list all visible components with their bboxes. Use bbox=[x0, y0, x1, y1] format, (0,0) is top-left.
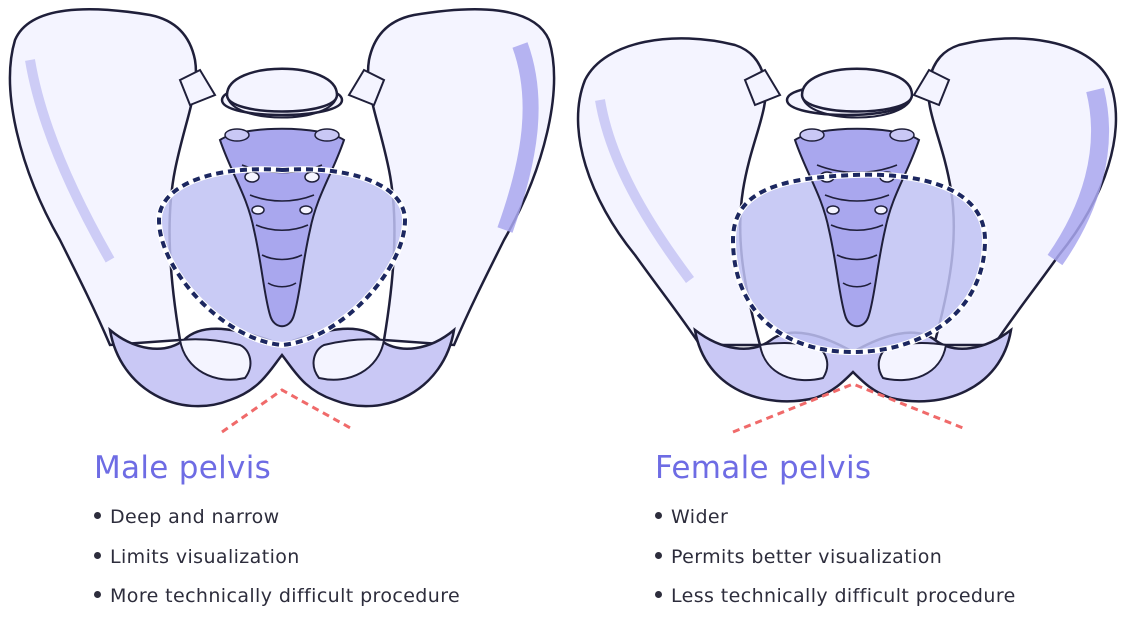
bullet-dot bbox=[655, 552, 662, 559]
male-pelvis-illustration bbox=[0, 0, 564, 440]
bullet-dot bbox=[655, 591, 662, 598]
female-pelvis-title: Female pelvis bbox=[655, 448, 1016, 488]
bullet-text: Less technically difficult procedure bbox=[671, 585, 1016, 607]
bullet-dot bbox=[94, 552, 101, 559]
male-pelvis-panel: Male pelvis Deep and narrow Limits visua… bbox=[0, 0, 564, 614]
bullet-dot bbox=[94, 512, 101, 519]
bullet-text: More technically difficult procedure bbox=[110, 585, 460, 607]
male-pelvis-title: Male pelvis bbox=[94, 448, 460, 488]
female-pelvis-caption: Female pelvis Wider Permits better visua… bbox=[655, 448, 1016, 617]
male-pelvis-caption: Male pelvis Deep and narrow Limits visua… bbox=[94, 448, 460, 617]
bullet-item: Limits visualization bbox=[94, 538, 460, 578]
bullet-item: Permits better visualization bbox=[655, 538, 1016, 578]
bullet-dot bbox=[94, 591, 101, 598]
bullet-item: Deep and narrow bbox=[94, 498, 460, 538]
bullet-dot bbox=[655, 512, 662, 519]
bullet-text: Permits better visualization bbox=[671, 546, 942, 568]
bullet-item: More technically difficult procedure bbox=[94, 577, 460, 617]
bullet-item: Less technically difficult procedure bbox=[655, 577, 1016, 617]
female-pelvis-bullets: Wider Permits better visualization Less … bbox=[655, 498, 1016, 617]
bullet-item: Wider bbox=[655, 498, 1016, 538]
male-pelvis-bullets: Deep and narrow Limits visualization Mor… bbox=[94, 498, 460, 617]
bullet-text: Limits visualization bbox=[110, 546, 300, 568]
female-pelvis-illustration bbox=[565, 0, 1129, 440]
bullet-text: Deep and narrow bbox=[110, 506, 280, 528]
female-pelvis-panel: Female pelvis Wider Permits better visua… bbox=[565, 0, 1129, 614]
bullet-text: Wider bbox=[671, 506, 728, 528]
